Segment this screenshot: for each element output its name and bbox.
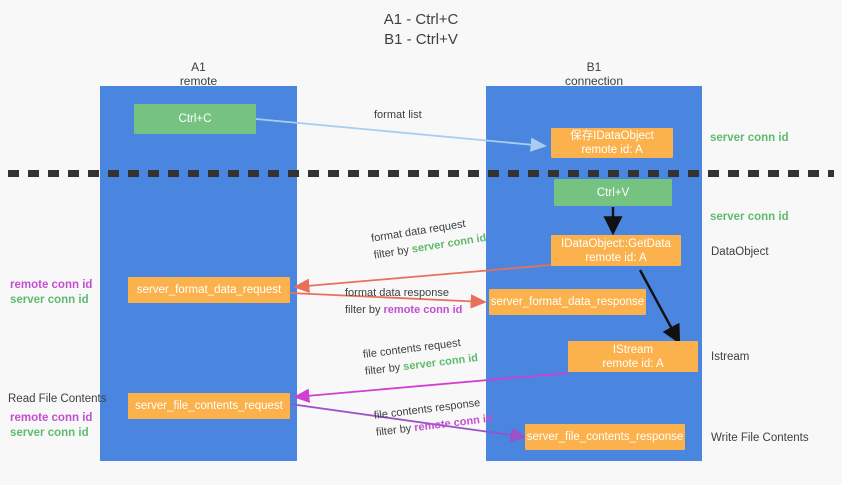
page-title: A1 - Ctrl+C B1 - Ctrl+V xyxy=(0,10,842,50)
left-label-read-file-contents-text: Read File Contents xyxy=(8,393,107,405)
right-label-dataobject-text: DataObject xyxy=(711,246,769,258)
node-save-idataobject-line-1: 保存IDataObject xyxy=(570,130,654,142)
edge-label-format-data-response-prefix: filter by xyxy=(345,304,384,316)
column-header-b1-sub: connection xyxy=(564,74,624,88)
node-server-file-contents-request[interactable]: server_file_contents_request xyxy=(128,393,290,419)
left-label-remote-conn-id-upper: remote conn id xyxy=(10,279,93,291)
edge-label-format-data-response-line-2: filter by remote conn id xyxy=(345,302,462,319)
node-server-file-contents-response-label: server_file_contents_response xyxy=(526,431,684,443)
edge-label-format-data-response: format data response filter by remote co… xyxy=(345,285,462,319)
right-label-dataobject: DataObject xyxy=(711,245,769,260)
left-label-conn-ids-lower: remote conn id server conn id xyxy=(10,411,92,441)
node-istream-line-1: IStream xyxy=(612,343,654,356)
node-ctrl-v[interactable]: Ctrl+V xyxy=(554,179,672,206)
right-label-server-conn-id-mid: server conn id xyxy=(710,210,789,225)
edge-label-format-data-response-line-1: format data response xyxy=(345,287,449,299)
node-server-format-data-response-label: server_format_data_response xyxy=(490,296,645,308)
node-save-idataobject[interactable]: 保存IDataObject remote id: A xyxy=(551,128,673,158)
node-server-file-contents-request-label: server_file_contents_request xyxy=(135,400,283,412)
node-server-format-data-response[interactable]: server_format_data_response xyxy=(489,289,646,315)
edge-label-file-contents-response-prefix: filter by xyxy=(375,422,416,439)
node-server-file-contents-response[interactable]: server_file_contents_response xyxy=(525,424,685,450)
edge-label-file-contents-request-prefix: filter by xyxy=(364,361,405,378)
column-header-b1: B1 connection xyxy=(486,60,702,88)
left-label-server-conn-id-upper: server conn id xyxy=(10,294,89,306)
node-server-format-data-request-label: server_format_data_request xyxy=(136,284,282,296)
right-label-write-file-contents-text: Write File Contents xyxy=(711,432,809,444)
column-header-a1-sub: remote xyxy=(179,74,218,88)
edge-label-file-contents-request: file contents request filter by server c… xyxy=(362,333,479,381)
node-ctrl-c-label: Ctrl+C xyxy=(178,113,212,125)
right-label-istream-text: Istream xyxy=(711,351,750,363)
edge-label-format-list-text: format list xyxy=(374,109,422,121)
edge-label-format-data-response-value: remote conn id xyxy=(383,304,463,316)
left-label-conn-ids-upper: remote conn id server conn id xyxy=(10,278,92,308)
node-save-idataobject-line-2: remote id: A xyxy=(581,144,643,156)
node-idataobject-getdata[interactable]: IDataObject::GetData remote id: A xyxy=(551,235,681,266)
right-label-istream: Istream xyxy=(711,350,749,365)
edge-label-format-list: format list xyxy=(374,107,422,124)
node-ctrl-v-label: Ctrl+V xyxy=(596,186,630,199)
edge-label-format-data-request-prefix: filter by xyxy=(372,243,413,262)
left-label-server-conn-id-lower: server conn id xyxy=(10,427,89,439)
edge-label-file-contents-response: file contents response filter by remote … xyxy=(373,394,494,442)
column-header-b1-name: B1 xyxy=(586,60,602,74)
node-idataobject-getdata-line-2: remote id: A xyxy=(585,251,647,264)
left-label-remote-conn-id-lower: remote conn id xyxy=(10,412,93,424)
right-label-server-conn-id-mid-text: server conn id xyxy=(710,211,789,223)
node-server-format-data-request[interactable]: server_format_data_request xyxy=(128,277,290,303)
column-header-a1-name: A1 xyxy=(191,60,206,74)
left-label-read-file-contents: Read File Contents xyxy=(8,392,106,407)
right-label-server-conn-id-top: server conn id xyxy=(710,131,789,146)
phase-divider xyxy=(8,170,834,177)
node-istream-line-2: remote id: A xyxy=(602,357,664,370)
node-istream[interactable]: IStream remote id: A xyxy=(568,341,698,372)
node-idataobject-getdata-line-1: IDataObject::GetData xyxy=(561,237,671,250)
right-label-write-file-contents: Write File Contents xyxy=(711,431,809,446)
column-header-a1: A1 remote xyxy=(100,60,297,88)
node-ctrl-c[interactable]: Ctrl+C xyxy=(134,104,256,134)
title-line-2: B1 - Ctrl+V xyxy=(384,31,458,48)
edge-label-format-data-request: format data request filter by server con… xyxy=(370,213,488,264)
title-line-1: A1 - Ctrl+C xyxy=(383,11,459,28)
right-label-server-conn-id-top-text: server conn id xyxy=(710,132,789,144)
